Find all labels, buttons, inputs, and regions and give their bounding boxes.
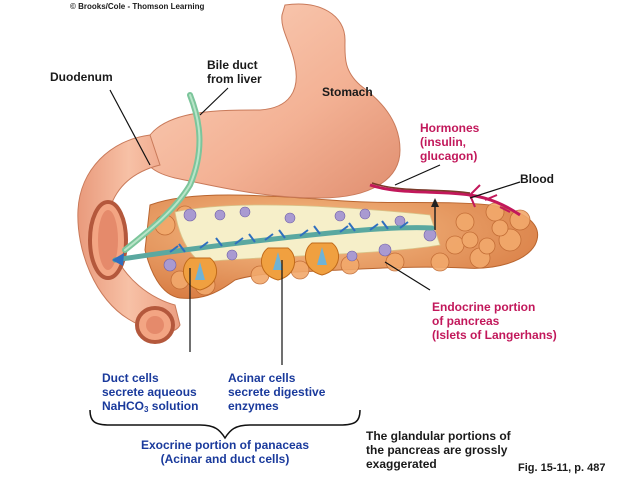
- acini: [182, 242, 340, 291]
- blood-vessels: [369, 182, 521, 230]
- label-stomach: Stomach: [322, 85, 373, 99]
- label-exocrine: Exocrine portion of panaceas (Acinar and…: [140, 438, 310, 466]
- pancreatic-duct: [112, 220, 435, 266]
- label-endocrine: Endocrine portion of pancreas (Islets of…: [432, 300, 557, 342]
- label-duodenum: Duodenum: [50, 70, 113, 84]
- label-duct-cells: Duct cells secrete aqueous NaHCO3 soluti…: [102, 371, 199, 414]
- note-exaggerated: The glandular portions of the pancreas a…: [366, 429, 511, 471]
- label-acinar-cells: Acinar cells secrete digestive enzymes: [228, 371, 326, 413]
- copyright-notice: © Brooks/Cole - Thomson Learning: [70, 2, 205, 11]
- leader-lines: [109, 87, 521, 365]
- label-blood: Blood: [520, 172, 554, 186]
- figure-reference: Fig. 15-11, p. 487: [518, 462, 606, 474]
- stomach-shape: [143, 3, 401, 199]
- label-bile-duct: Bile duct from liver: [207, 58, 262, 86]
- exocrine-brace: [89, 409, 361, 440]
- label-hormones: Hormones (insulin, glucagon): [420, 121, 480, 163]
